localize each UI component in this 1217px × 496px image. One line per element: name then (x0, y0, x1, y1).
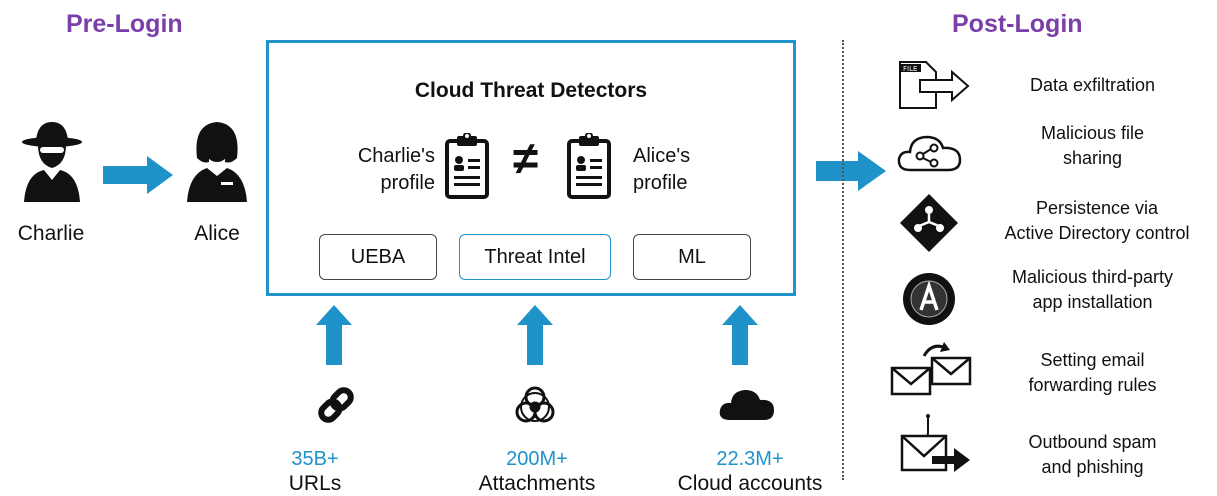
user-icon (185, 118, 249, 202)
clipboard-icon (565, 133, 613, 199)
cloud-accounts-count: 22.3M+ (716, 448, 784, 470)
phishing-mail-icon (898, 414, 972, 480)
post-login-arrow (816, 151, 886, 191)
urls-count: 35B+ (291, 448, 339, 470)
input-arrow-attachments (517, 305, 553, 365)
method-threat-intel: Threat Intel (459, 234, 611, 280)
charlie-profile-label: Charlie's profile (357, 145, 435, 194)
method-ml: ML (633, 234, 751, 280)
pre-login-arrow (103, 156, 173, 194)
cloud-threat-detectors-box: Cloud Threat Detectors Charlie's profile… (266, 40, 796, 296)
biohazard-icon (513, 383, 557, 427)
threat-third-party-app: Malicious third-party app installation (1011, 267, 1174, 312)
method-ueba: UEBA (319, 234, 437, 280)
cloud-icon (718, 386, 776, 422)
section-divider (842, 40, 844, 480)
post-login-heading: Post-Login (952, 10, 1083, 38)
clipboard-icon (443, 133, 491, 199)
input-arrow-cloud-accounts (722, 305, 758, 365)
charlie-label: Charlie (17, 222, 85, 245)
input-arrow-urls (316, 305, 352, 365)
pre-login-heading: Pre-Login (66, 10, 183, 38)
oauth-badge-icon (902, 272, 956, 326)
email-forward-icon (890, 340, 974, 398)
directory-diamond-icon (898, 192, 960, 254)
alice-label: Alice (194, 222, 240, 245)
link-icon (316, 385, 356, 425)
attachments-label: Attachments (478, 472, 596, 495)
threat-malicious-file-sharing: Malicious file sharing (1040, 123, 1145, 168)
spy-icon (20, 118, 84, 202)
detectors-title: Cloud Threat Detectors (414, 79, 648, 102)
svg-text:FILE: FILE (903, 65, 917, 73)
file-export-icon: FILE (896, 58, 972, 110)
cloud-accounts-label: Cloud accounts (677, 472, 823, 495)
threat-data-exfiltration: Data exfiltration (1029, 75, 1156, 95)
attachments-count: 200M+ (506, 448, 568, 470)
threat-persistence-ad: Persistence via Active Directory control (1004, 198, 1190, 243)
threat-outbound-spam: Outbound spam and phishing (1028, 432, 1157, 477)
not-equal-sign: ≠ (513, 132, 539, 184)
threat-email-forwarding: Setting email forwarding rules (1028, 350, 1157, 395)
urls-label: URLs (288, 472, 342, 495)
alice-profile-label: Alice's profile (633, 145, 691, 194)
cloud-share-icon (896, 132, 966, 174)
